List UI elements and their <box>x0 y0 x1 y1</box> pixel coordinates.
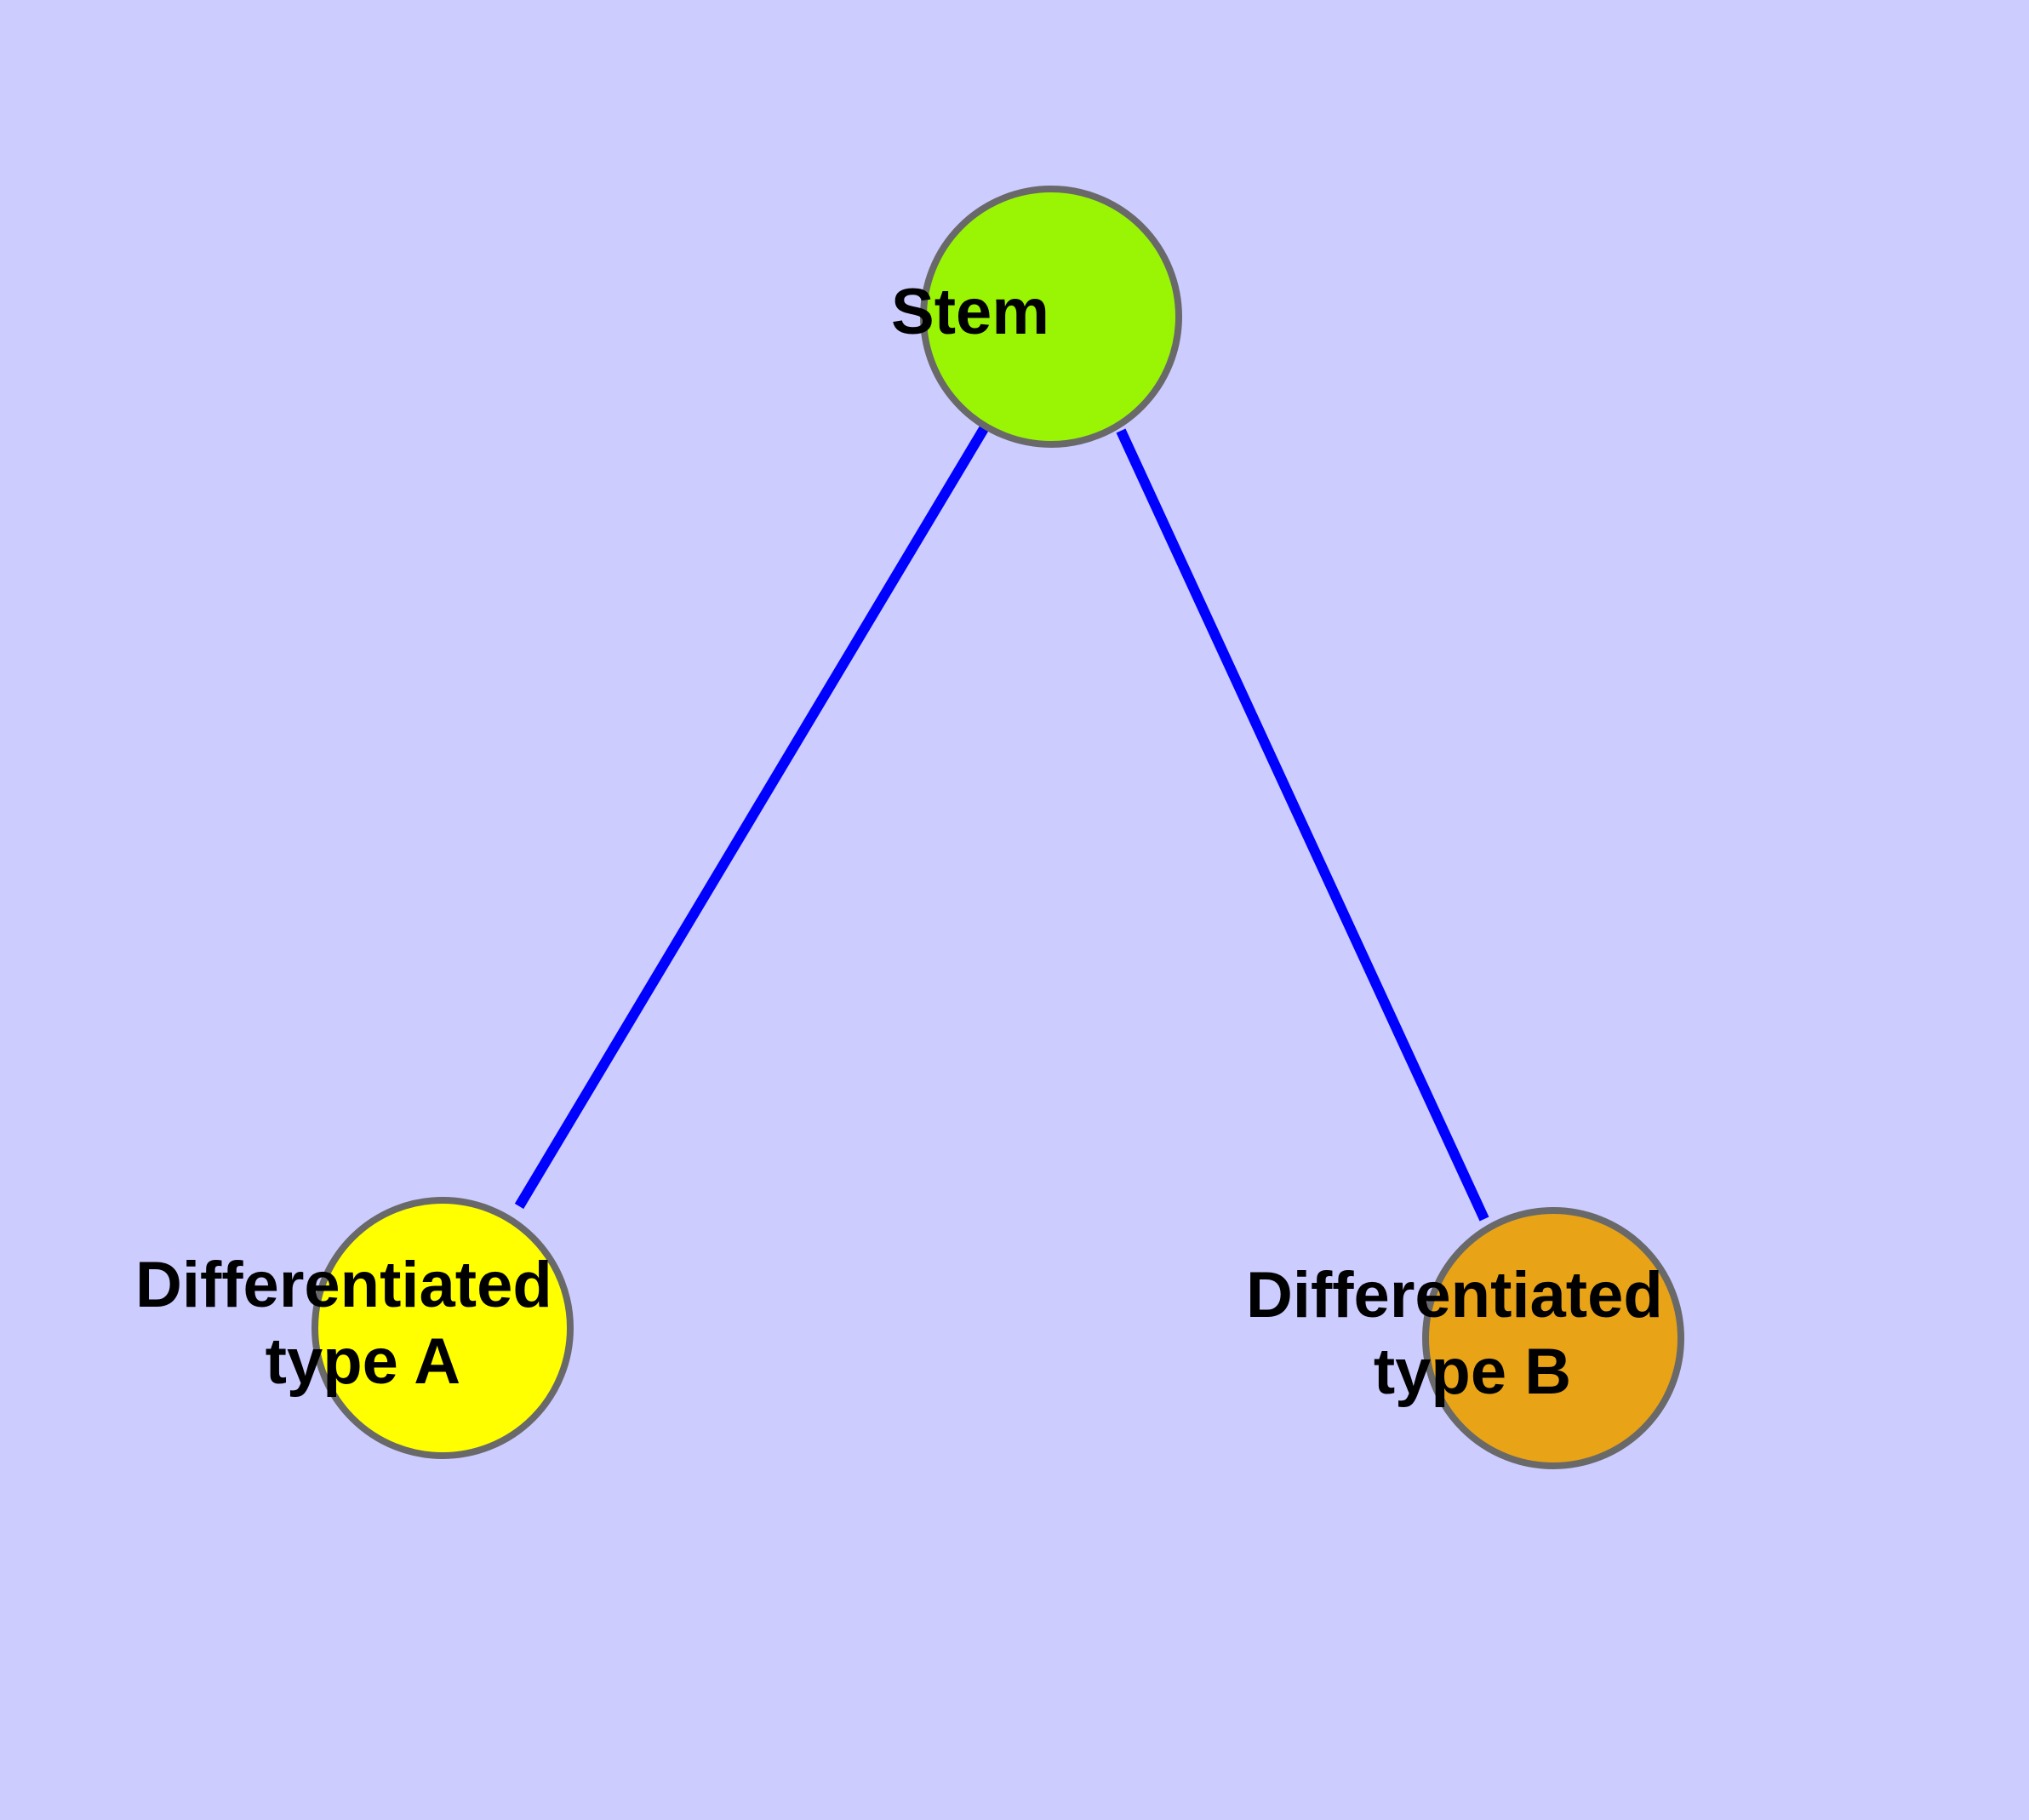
node-differentiated-type-b-label-line-1: Differentiated <box>1246 1259 1663 1331</box>
node-stem-circle[interactable] <box>920 186 1182 448</box>
node-differentiated-type-b-label-line-2: type B <box>1374 1336 1571 1408</box>
nodes-group: Stem Differentiated type A Differentiate… <box>135 0 1860 1469</box>
node-differentiated-type-a-label: Differentiated type A <box>135 0 750 1398</box>
node-differentiated-type-a-label-line-2: type A <box>266 1325 460 1398</box>
edge-stem-to-differentiated-type-a[interactable] <box>514 424 990 1210</box>
node-differentiated-type-a[interactable]: Differentiated type A <box>135 0 750 1459</box>
node-stem[interactable]: Stem <box>891 0 1211 448</box>
node-stem-label: Stem <box>891 0 1211 348</box>
node-differentiated-type-b-circle[interactable] <box>1422 1207 1684 1469</box>
edge-stem-to-differentiated-type-b[interactable] <box>1116 428 1489 1222</box>
node-differentiated-type-b-label: Differentiated type B <box>1246 0 1860 1408</box>
node-differentiated-type-b[interactable]: Differentiated type B <box>1246 0 1860 1469</box>
node-differentiated-type-a-circle[interactable] <box>311 1197 574 1459</box>
node-stem-label-line-1: Stem <box>891 276 1049 348</box>
edges-group <box>514 424 1489 1222</box>
node-differentiated-type-a-label-line-1: Differentiated <box>135 1249 552 1321</box>
